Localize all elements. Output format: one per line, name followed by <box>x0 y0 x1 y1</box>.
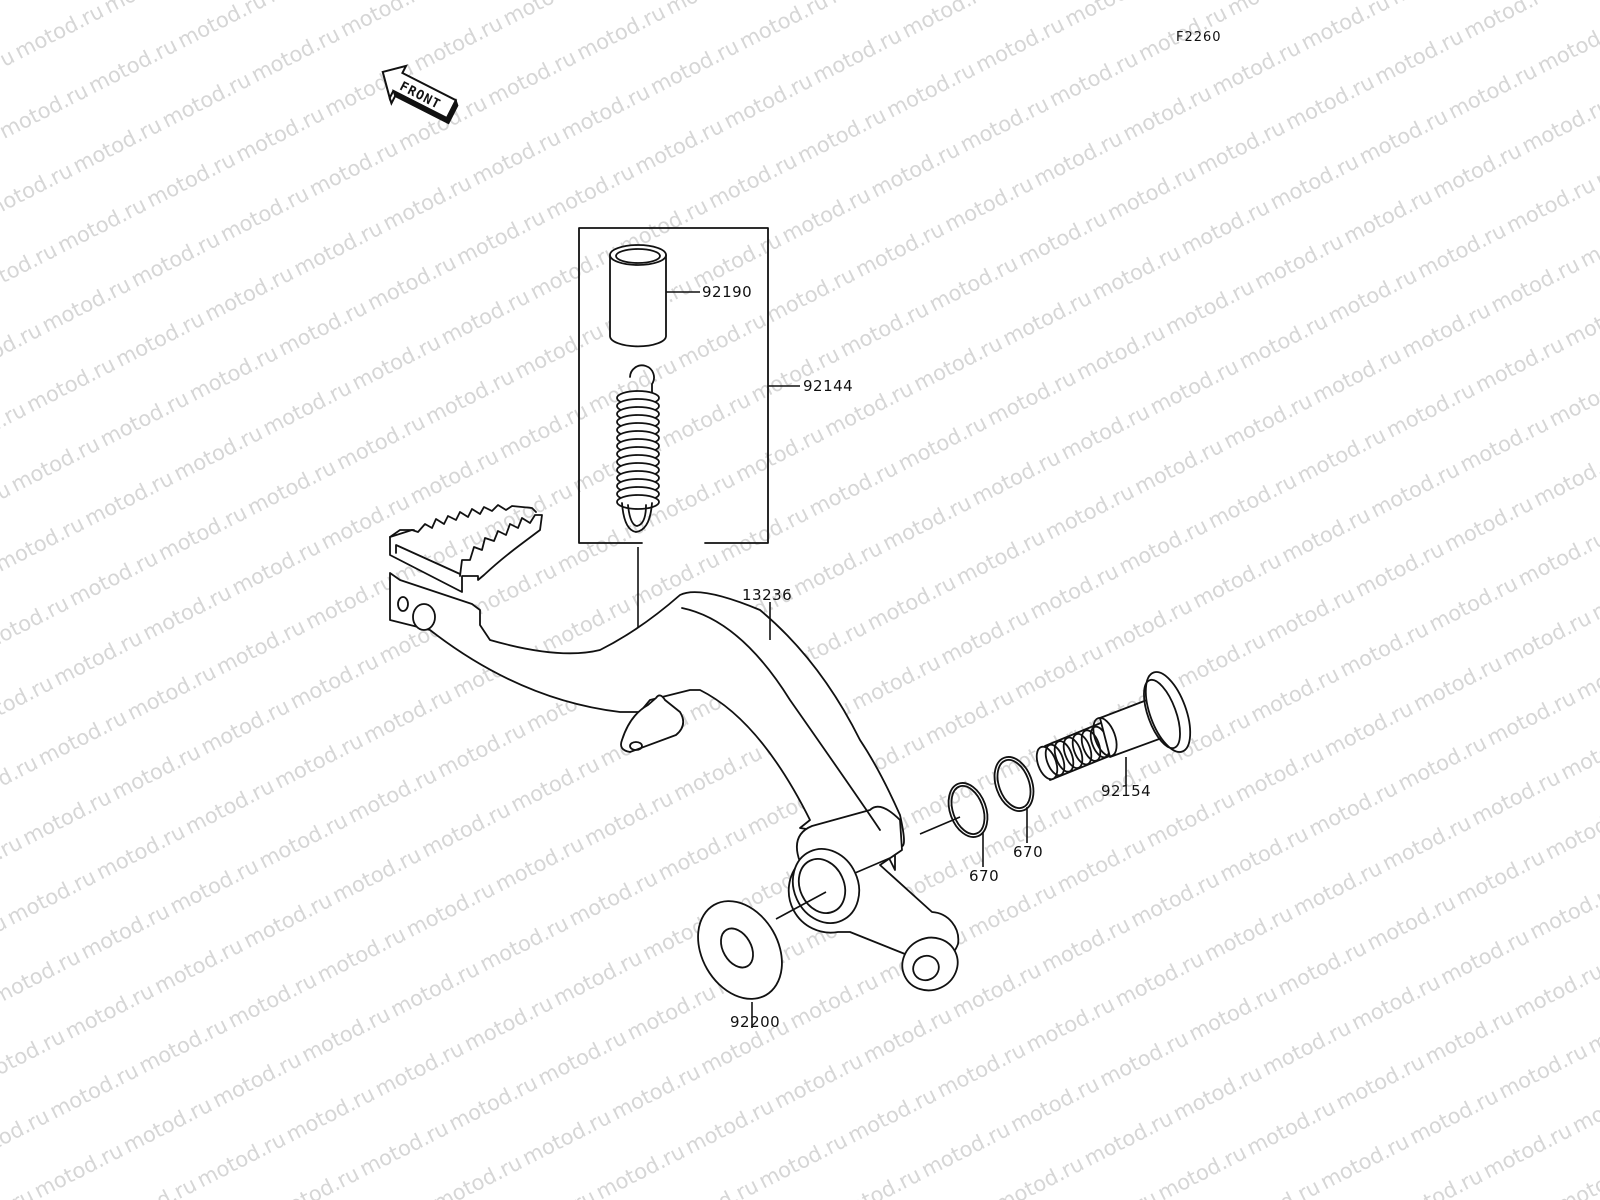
washer-92200-drawing[interactable] <box>681 886 799 1028</box>
spring-drawing[interactable] <box>616 364 660 533</box>
part-label-92154[interactable]: 92154 <box>1101 782 1152 800</box>
diagram-code: F2260 <box>1176 30 1222 45</box>
part-label-670-b[interactable]: 670 <box>1013 843 1044 861</box>
front-arrow-icon: FRONT <box>381 64 459 125</box>
o-ring-670-b-drawing[interactable] <box>988 752 1041 843</box>
part-label-92144[interactable]: 92144 <box>803 377 854 395</box>
part-label-92200[interactable]: 92200 <box>730 1013 781 1031</box>
brake-pedal-13236-drawing[interactable] <box>389 504 966 999</box>
group-bracket-92144 <box>578 227 800 544</box>
bushing-92190-drawing[interactable] <box>609 244 700 348</box>
pivot-bolt-92154-drawing[interactable] <box>1033 666 1200 785</box>
part-label-670-a[interactable]: 670 <box>969 867 1000 885</box>
o-ring-670-a-drawing[interactable] <box>942 778 995 867</box>
part-label-13236[interactable]: 13236 <box>742 586 793 604</box>
part-label-92190[interactable]: 92190 <box>702 283 753 301</box>
